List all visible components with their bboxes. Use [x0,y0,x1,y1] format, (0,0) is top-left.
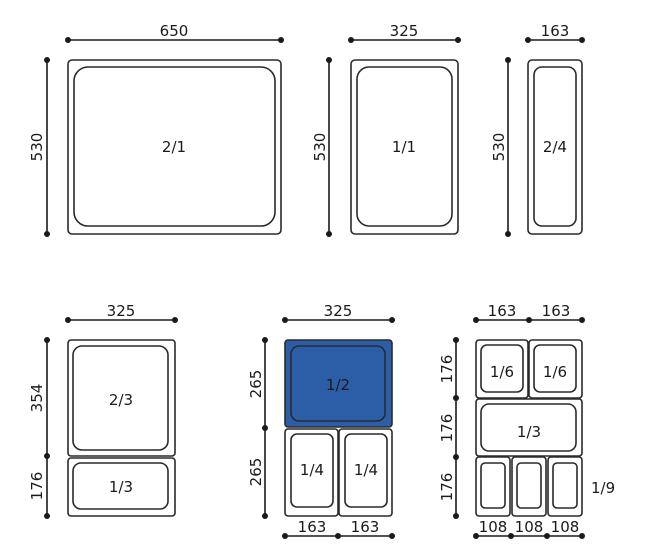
width-label: 325 [107,302,136,320]
dimension-endpoint [65,37,71,43]
dimension-endpoint [579,317,585,323]
top-right-width-label: 163 [542,302,571,320]
pan-1-9-combo: 163 163 176 176 176 1/6 1/6 1/3 1/9 [438,302,615,539]
bottom-width-label-2: 108 [515,518,544,536]
dimension-endpoint [473,533,479,539]
dimension-endpoint [44,453,50,459]
dimension-endpoint [65,317,71,323]
dimension-endpoint [335,533,341,539]
bottom-right-width-label: 163 [351,518,380,536]
dimension-endpoint [455,37,461,43]
pan-inner-well [72,462,169,510]
top-left-width-label: 163 [488,302,517,320]
dimension-endpoint [278,37,284,43]
pan-inner-well [516,462,542,509]
dimension-endpoint [579,37,585,43]
dimension-endpoint [326,57,332,63]
height-label: 530 [311,133,329,162]
top-height-label: 265 [247,370,265,399]
pan-size-label: 1/3 [109,478,133,496]
pan-inner-well [480,344,524,393]
width-label: 650 [160,22,189,40]
dimension-endpoint [282,533,288,539]
dimension-endpoint [389,533,395,539]
dimension-endpoint [389,317,395,323]
pan-size-label: 1/3 [517,423,541,441]
width-label: 163 [541,22,570,40]
pan-size-label: 1/4 [300,461,324,479]
dimension-endpoint [262,337,268,343]
pan-inner-well [533,344,577,393]
pan-size-label: 1/6 [543,363,567,381]
dimension-endpoint [544,533,550,539]
pan-size-label: 1/4 [354,461,378,479]
dimension-endpoint [172,317,178,323]
pan-size-label: 1/9 [591,479,615,497]
pan-2-3-combo: 325 354 176 2/3 1/3 [28,302,178,519]
row1-height-label: 176 [438,355,456,384]
dimension-endpoint [44,57,50,63]
pan-inner-well [344,433,388,508]
pan-size-label: 1/6 [490,363,514,381]
row3-height-label: 176 [438,473,456,502]
dimension-endpoint [508,533,514,539]
dimension-endpoint [453,513,459,519]
bottom-height-label: 176 [28,472,46,501]
dimension-endpoint [473,317,479,323]
dimension-endpoint [453,454,459,460]
dimension-endpoint [453,337,459,343]
pan-inner-well [72,345,169,451]
pan-inner-well [552,462,578,509]
bottom-height-label: 265 [247,458,265,487]
dimension-endpoint [326,231,332,237]
dimension-endpoint [579,533,585,539]
pan-size-label: 1/2 [326,376,350,394]
bottom-width-label-3: 108 [551,518,580,536]
pan-inner-well [73,66,276,227]
dimension-endpoint [526,317,532,323]
pan-inner-well [290,433,334,508]
dimension-endpoint [505,231,511,237]
width-label: 325 [390,22,419,40]
pan-size-label: 2/3 [109,391,133,409]
pan-inner-well [480,462,506,509]
pan-2-1: 650 530 2/1 [28,22,284,237]
row2-height-label: 176 [438,414,456,443]
width-label: 325 [324,302,353,320]
pan-2-4: 163 530 2/4 [490,22,585,237]
dimension-endpoint [505,57,511,63]
dimension-endpoint [453,395,459,401]
pan-size-label: 2/1 [162,138,186,156]
pan-inner-well [533,66,577,227]
dimension-endpoint [525,37,531,43]
dimension-endpoint [44,337,50,343]
pan-inner-well [480,403,577,452]
top-height-label: 354 [28,384,46,413]
pan-inner-well [356,66,453,227]
pan-size-label: 1/1 [392,138,416,156]
dimension-endpoint [44,231,50,237]
dimension-endpoint [262,513,268,519]
dimension-endpoint [348,37,354,43]
dimension-endpoint [262,425,268,431]
pan-1-2-combo: 325 265 265 1/2 1/4 1/4 163 163 [247,302,395,539]
bottom-left-width-label: 163 [298,518,327,536]
pan-size-label: 2/4 [543,138,567,156]
pan-inner-well-highlighted [290,345,386,422]
dimension-endpoint [44,513,50,519]
bottom-width-label-1: 108 [479,518,508,536]
pan-1-1: 325 530 1/1 [311,22,461,237]
height-label: 530 [28,133,46,162]
height-label: 530 [490,133,508,162]
dimension-endpoint [282,317,288,323]
